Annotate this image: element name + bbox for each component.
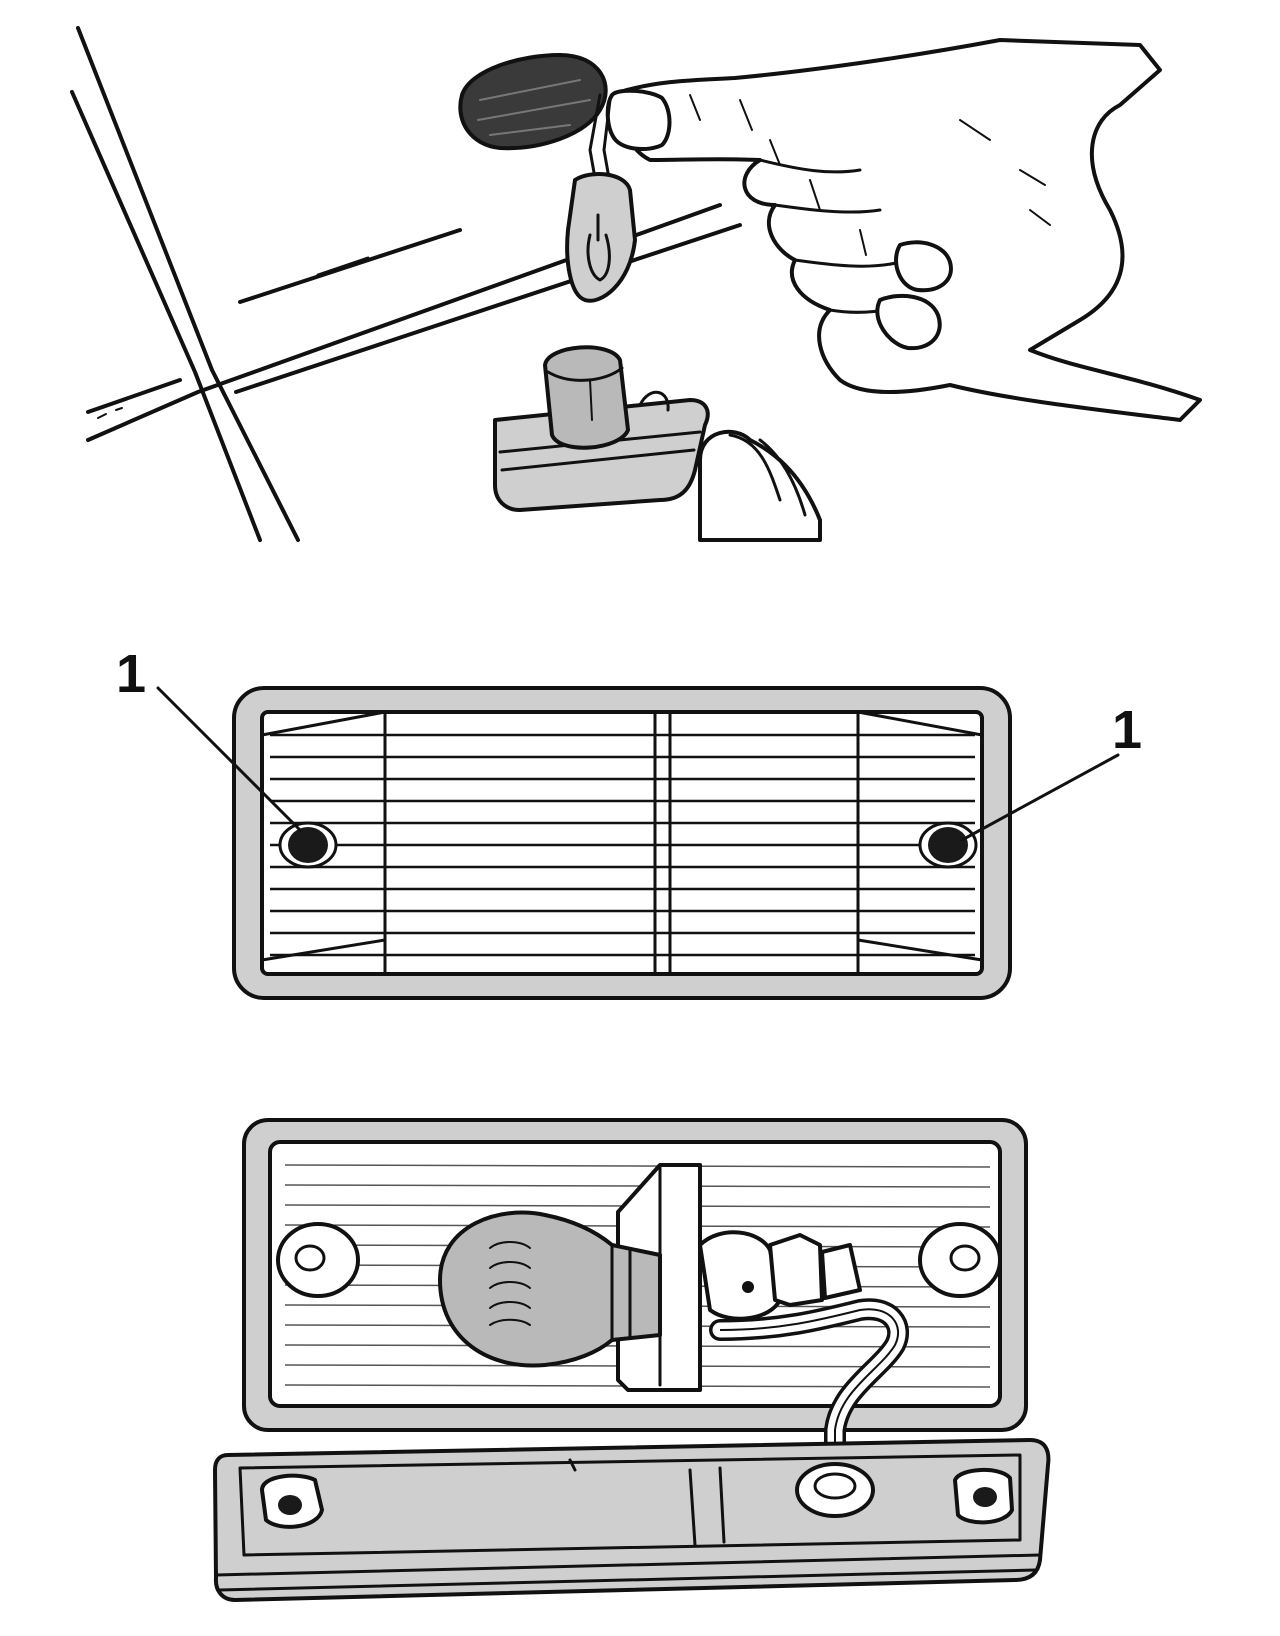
- lamp-socket: [493, 345, 822, 542]
- callout-label-left: 1: [116, 644, 146, 704]
- bulb: [438, 1210, 662, 1368]
- bulb-socket: [698, 1230, 782, 1321]
- screw-left: [278, 821, 338, 869]
- base-plate: [213, 1438, 1051, 1602]
- lamp-open-view: [213, 1118, 1051, 1602]
- mount-boss-left: [276, 1222, 360, 1298]
- housing-rib: [284, 1184, 991, 1188]
- base-screw-hole-right: [953, 1467, 1014, 1525]
- housing-rib: [284, 1164, 991, 1168]
- bumper-panel: [70, 26, 742, 542]
- lens-front-view: 1 1: [116, 644, 1142, 1000]
- callout-label-right: 1: [1112, 700, 1142, 760]
- callout-leader-left: [156, 686, 302, 832]
- hand: [605, 38, 1202, 422]
- base-screw-hole-left: [260, 1473, 324, 1529]
- callout-leader-right: [960, 753, 1120, 842]
- bulb-removal-scene: [70, 26, 1202, 542]
- screw-right: [918, 821, 978, 869]
- lens-face: [260, 710, 984, 976]
- wedge-bulb: [458, 52, 637, 303]
- mount-boss-right: [918, 1222, 1002, 1298]
